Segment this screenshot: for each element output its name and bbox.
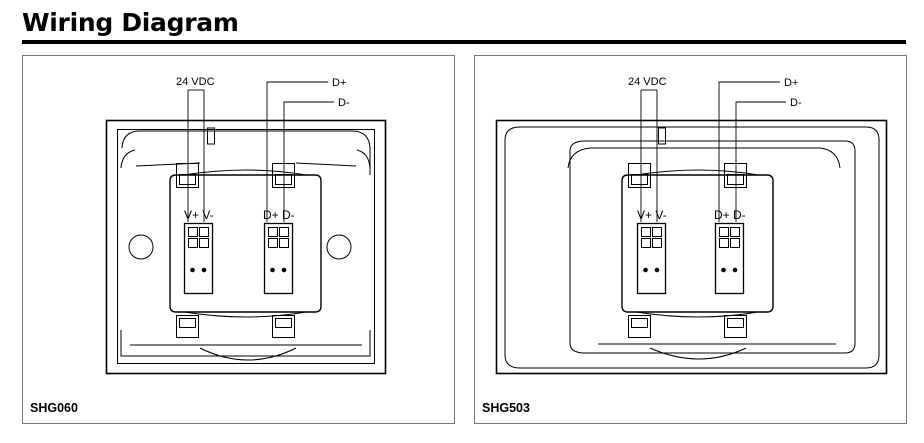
model-label: SHG503 bbox=[482, 401, 530, 415]
power-terminal-block bbox=[636, 222, 667, 295]
data-plus-label: D+ bbox=[784, 77, 798, 89]
power-terminal-label: V+ V- bbox=[637, 208, 667, 222]
page-title: Wiring Diagram bbox=[22, 8, 239, 37]
device-housing bbox=[495, 119, 888, 375]
power-terminal-label: V+ V- bbox=[184, 208, 214, 222]
wire-leaders bbox=[187, 81, 334, 222]
panel-frame bbox=[22, 55, 455, 424]
data-terminal-block bbox=[263, 222, 294, 295]
terminal-module bbox=[169, 163, 322, 338]
wire-leaders bbox=[640, 81, 786, 222]
terminal-module bbox=[621, 163, 774, 338]
data-terminal-block bbox=[714, 222, 745, 295]
data-minus-label: D- bbox=[338, 97, 350, 109]
data-minus-label: D- bbox=[790, 97, 802, 109]
data-terminal-label: D+ D- bbox=[263, 208, 295, 222]
panel-shg060 bbox=[22, 55, 455, 424]
device-housing bbox=[105, 119, 387, 375]
supply-label: 24 VDC bbox=[628, 76, 667, 88]
panel-frame bbox=[474, 55, 907, 424]
title-underline bbox=[22, 40, 906, 44]
data-plus-label: D+ bbox=[332, 77, 346, 89]
power-terminal-block bbox=[183, 222, 214, 295]
panel-shg503 bbox=[474, 55, 907, 424]
data-terminal-label: D+ D- bbox=[714, 208, 746, 222]
supply-label: 24 VDC bbox=[176, 76, 215, 88]
model-label: SHG060 bbox=[30, 401, 78, 415]
